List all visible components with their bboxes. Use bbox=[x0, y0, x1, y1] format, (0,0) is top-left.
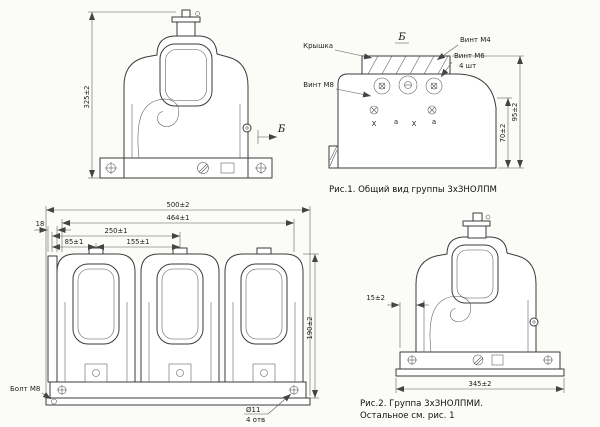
cover-label: Крышка bbox=[303, 42, 333, 50]
terminal-mark: а bbox=[432, 118, 436, 126]
dimension-label-height: 325±2 bbox=[83, 86, 91, 109]
dimension-15: 15±2 bbox=[366, 294, 429, 348]
transformer-unit bbox=[56, 247, 136, 383]
coil-window-inner bbox=[165, 49, 207, 101]
dimension-label-464: 464±1 bbox=[167, 214, 190, 222]
dimension-label-70: 70±2 bbox=[499, 124, 507, 143]
hole-diameter-label: Ø11 bbox=[246, 406, 260, 414]
fig2-front-view: 500±2 464±1 250±1 85±1 155±1 bbox=[10, 201, 319, 424]
callout-holes: Ø11 4 отв bbox=[244, 393, 292, 424]
clamp-bolt bbox=[472, 354, 504, 366]
height-dimension: 325±2 bbox=[83, 11, 176, 179]
fig1-detail-view: Б bbox=[303, 32, 524, 195]
hv-bushing bbox=[171, 9, 201, 37]
transformer-unit bbox=[140, 247, 220, 383]
coil-window bbox=[159, 43, 213, 107]
dimension-464: 464±1 bbox=[61, 214, 295, 252]
terminal-screw bbox=[427, 105, 437, 115]
core-curl bbox=[429, 296, 472, 353]
core-curl bbox=[137, 98, 180, 159]
dimension-label-155: 155±1 bbox=[127, 238, 150, 246]
detail-dimension-70: 70±2 bbox=[497, 97, 512, 168]
dimension-18: 18 bbox=[34, 220, 71, 252]
mounting-hole bbox=[289, 385, 299, 395]
dimension-345: 345±2 bbox=[395, 378, 565, 393]
detail-dimension-95: 95±2 bbox=[452, 55, 524, 169]
fig2-side-view: 15±2 345±2 Рис.2. Группа 3хЗНОЛПМИ. Оста… bbox=[360, 212, 565, 421]
hole-qty-label: 4 отв bbox=[246, 416, 265, 424]
base-flange bbox=[395, 368, 565, 377]
callout-screw-m8: Винт М8 bbox=[303, 81, 372, 98]
section-arrow-label: Б bbox=[277, 124, 286, 135]
group-base-flange bbox=[45, 397, 311, 406]
terminal-mark: а bbox=[394, 118, 398, 126]
mounting-hole bbox=[57, 385, 67, 395]
dimension-85: 85±1 bbox=[52, 238, 97, 250]
dimension-500: 500±2 bbox=[45, 201, 311, 396]
bolt-head bbox=[51, 398, 57, 405]
fig2-caption-line1: Рис.2. Группа 3хЗНОЛПМИ. bbox=[360, 399, 483, 409]
terminal-screw bbox=[369, 105, 379, 115]
clamp-bolt bbox=[197, 162, 235, 174]
coil-window-inner bbox=[456, 249, 494, 299]
screw-m6-qty-label: 4 шт bbox=[459, 62, 476, 70]
detail-view-title: Б bbox=[397, 32, 406, 43]
screw-head bbox=[373, 77, 391, 95]
screw-m4-label: Винт М4 bbox=[460, 36, 491, 44]
left-upright bbox=[47, 255, 58, 383]
fig1-front-view: 325±2 Б bbox=[83, 9, 286, 179]
section-arrow: Б bbox=[257, 124, 286, 144]
dimension-label-18: 18 bbox=[36, 220, 45, 228]
terminal-knob bbox=[529, 317, 539, 327]
fig2-caption-line2: Остальное см. рис. 1 bbox=[360, 411, 455, 421]
screw-head bbox=[425, 77, 443, 95]
hv-bushing bbox=[462, 212, 491, 239]
detail-body-outline bbox=[337, 73, 497, 169]
cover-plate bbox=[361, 55, 451, 75]
dimension-155: 155±1 bbox=[96, 238, 180, 250]
terminal-knob-center bbox=[532, 320, 536, 324]
dimension-label-190: 190±2 bbox=[306, 317, 314, 340]
group-base-plate bbox=[49, 381, 307, 399]
dimension-label-95: 95±2 bbox=[511, 103, 519, 122]
fig1-caption: Рис.1. Общий вид группы 3хЗНОЛПМ bbox=[329, 185, 497, 195]
dimension-label-500: 500±2 bbox=[167, 201, 190, 209]
dimension-label-250: 250±1 bbox=[105, 227, 128, 235]
terminal-mark: Х bbox=[372, 120, 377, 128]
terminal-mark: Х bbox=[412, 120, 417, 128]
transformer-unit bbox=[224, 247, 304, 383]
callout-cover: Крышка bbox=[303, 42, 373, 60]
dimension-label-85: 85±1 bbox=[65, 238, 84, 246]
callout-bolt-m8: Болт М8 bbox=[10, 385, 52, 400]
coil-window bbox=[451, 244, 499, 304]
terminal-knob bbox=[242, 123, 252, 133]
base-plate bbox=[399, 351, 561, 370]
foot-bracket bbox=[328, 145, 339, 169]
mounting-hole bbox=[105, 162, 117, 174]
base-plate bbox=[99, 157, 273, 179]
mounting-hole bbox=[255, 162, 267, 174]
callout-screw-m4: Винт М4 bbox=[436, 36, 491, 61]
terminal-knob-center bbox=[245, 126, 249, 130]
screw-head bbox=[398, 75, 418, 95]
mounting-hole bbox=[543, 355, 553, 365]
dimension-label-345: 345±2 bbox=[469, 380, 492, 388]
screw-m8-label: Винт М8 bbox=[303, 81, 334, 89]
mounting-hole bbox=[407, 355, 417, 365]
dimension-190: 190±2 bbox=[303, 253, 319, 399]
bolt-label: Болт М8 bbox=[10, 385, 40, 393]
dimension-label-15: 15±2 bbox=[366, 294, 385, 302]
